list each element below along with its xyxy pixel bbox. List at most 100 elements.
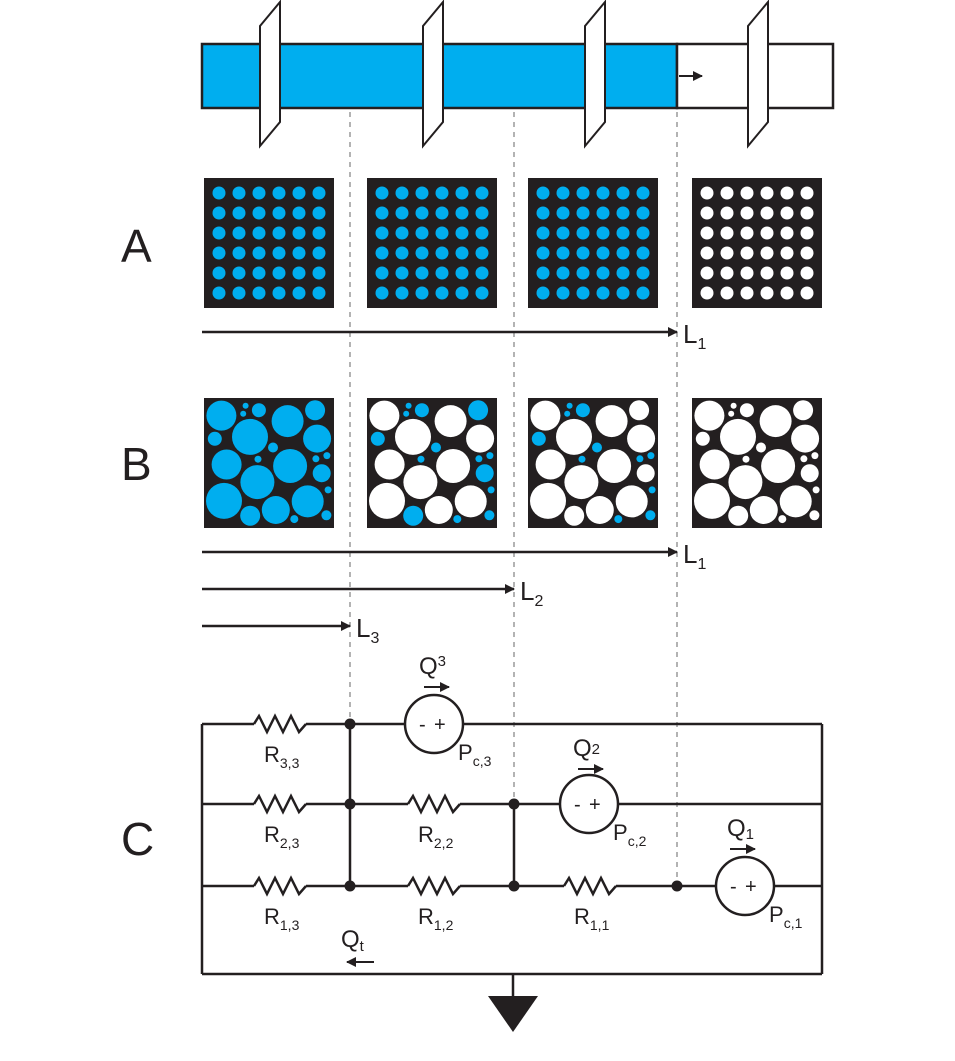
label-r33: R3,3 (264, 742, 300, 771)
pore-dot (272, 266, 286, 280)
pore-dot (375, 286, 389, 300)
pore-dot (564, 505, 585, 526)
pore-dot (596, 286, 610, 300)
junction-dot (508, 798, 520, 810)
pore-dot (424, 496, 453, 524)
minus-sign-1: - (730, 876, 737, 898)
pore-dot (435, 286, 449, 300)
pore-dot (271, 405, 304, 438)
pore-dot (436, 449, 471, 483)
pore-dot (535, 449, 566, 480)
plus-sign-3: + (434, 714, 446, 736)
plus-sign-1: + (745, 876, 757, 898)
label-l1-panel-b: L1 (683, 539, 706, 573)
slice-plane-4 (747, 0, 769, 149)
pore-dot (475, 266, 489, 280)
pore-dot (720, 206, 734, 220)
pore-dot (312, 455, 320, 463)
pore-dot (312, 206, 326, 220)
pore-dot (780, 206, 794, 220)
pore-dot (272, 206, 286, 220)
pore-dot (232, 186, 246, 200)
pore-dot (556, 206, 570, 220)
pore-dot (596, 206, 610, 220)
pore-dot (312, 286, 326, 300)
pore-dot (272, 226, 286, 240)
pore-dot (627, 424, 656, 453)
pore-dot (700, 286, 714, 300)
pore-dot (207, 431, 222, 446)
pore-dot (578, 455, 586, 463)
pore-dot (592, 442, 602, 453)
junction-dot (671, 880, 683, 892)
pore-dot (728, 410, 735, 417)
pore-dot (800, 464, 819, 483)
pore-dot (760, 226, 774, 240)
pore-dot (636, 226, 650, 240)
pore-dot (809, 510, 820, 521)
pore-dot (720, 186, 734, 200)
label-r12: R1,2 (418, 904, 454, 933)
pore-dot (435, 246, 449, 260)
pore-dot (780, 246, 794, 260)
pore-dot (616, 206, 630, 220)
pore-dot (779, 485, 812, 518)
pore-dot (453, 515, 462, 524)
pore-grid-square (367, 178, 497, 308)
pore-dot (252, 226, 266, 240)
pore-dot (273, 449, 308, 483)
pore-dot (475, 246, 489, 260)
pore-dot (232, 226, 246, 240)
pore-dot (556, 226, 570, 240)
pore-dot (759, 405, 792, 438)
pore-dot (312, 186, 326, 200)
pore-dot (616, 266, 630, 280)
pore-dot (484, 510, 495, 521)
minus-sign-3: - (419, 714, 426, 736)
resistor-r22-zigzag (406, 793, 461, 815)
pore-dot (252, 266, 266, 280)
pore-dot (454, 485, 487, 518)
pore-dot (740, 286, 754, 300)
pore-dot (475, 186, 489, 200)
pore-dot (212, 226, 226, 240)
pore-dot (700, 206, 714, 220)
pore-dot (291, 485, 324, 518)
pore-dot (455, 186, 469, 200)
pore-dot (455, 266, 469, 280)
pore-dot (232, 246, 246, 260)
pore-dot (615, 485, 648, 518)
pore-dot (530, 400, 561, 431)
label-pc2: Pc,2 (613, 820, 647, 849)
pore-dot (800, 455, 808, 463)
pore-dot (292, 186, 306, 200)
pore-dot (403, 465, 438, 500)
slice-plane-3 (584, 0, 606, 149)
pore-dot (414, 403, 429, 418)
pore-dot (375, 226, 389, 240)
pore-dot (728, 465, 763, 500)
plus-sign-2: + (589, 794, 601, 816)
pore-dot (403, 410, 410, 417)
pore-dot (211, 449, 242, 480)
pore-dot (369, 482, 405, 519)
pore-dot (616, 226, 630, 240)
pore-dot (793, 400, 814, 421)
pore-dot (435, 186, 449, 200)
pore-dot (405, 402, 412, 409)
pore-dot (466, 424, 495, 453)
pore-dot (720, 246, 734, 260)
resistor-r11-zigzag (562, 875, 617, 897)
equivalent-circuit (200, 682, 824, 998)
pore-dot (415, 206, 429, 220)
label-l1-panel-a: L1 (683, 319, 706, 353)
pore-dot (695, 431, 710, 446)
pore-grid-square (692, 178, 822, 308)
pore-dot (740, 186, 754, 200)
pore-dot (232, 206, 246, 220)
pore-dot (575, 403, 590, 418)
pore-dot (395, 246, 409, 260)
length-arrows: L1 L1 L2 L3 (202, 319, 706, 647)
